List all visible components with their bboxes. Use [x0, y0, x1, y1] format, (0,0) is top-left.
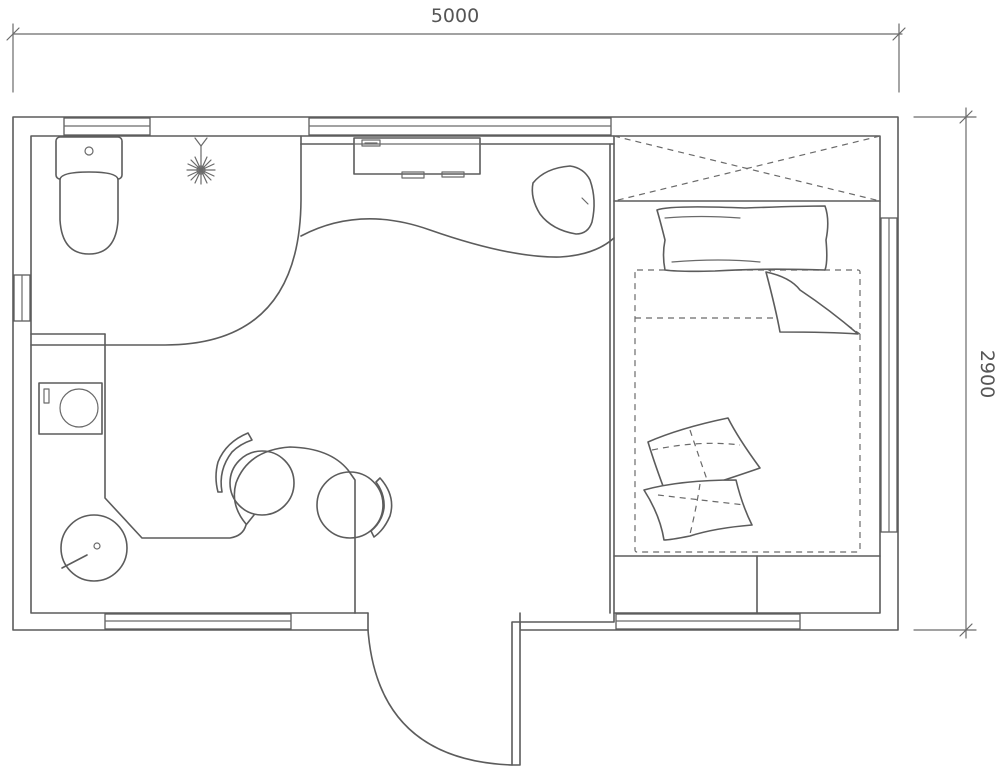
bed [613, 205, 881, 614]
stool-right [316, 471, 384, 539]
entrance-door [367, 621, 521, 766]
toilet-icon [55, 136, 123, 255]
height-dimension-label: 2900 [976, 350, 998, 398]
height-dimension: 2900 [913, 107, 998, 639]
walls [12, 116, 899, 631]
bathroom-door [104, 143, 302, 346]
width-dimension-label: 5000 [431, 5, 479, 27]
stool-left [229, 450, 295, 516]
shower-icon [186, 137, 216, 185]
desk [353, 137, 481, 179]
cushion-icon [531, 165, 595, 235]
dining-set [215, 432, 393, 614]
washing-machine-icon [38, 382, 103, 435]
wardrobe [613, 135, 881, 202]
width-dimension: 5000 [6, 5, 906, 93]
windows [13, 117, 898, 630]
curved-partition [300, 218, 615, 258]
kitchen-counter [30, 333, 255, 539]
sink-icon [60, 514, 128, 582]
